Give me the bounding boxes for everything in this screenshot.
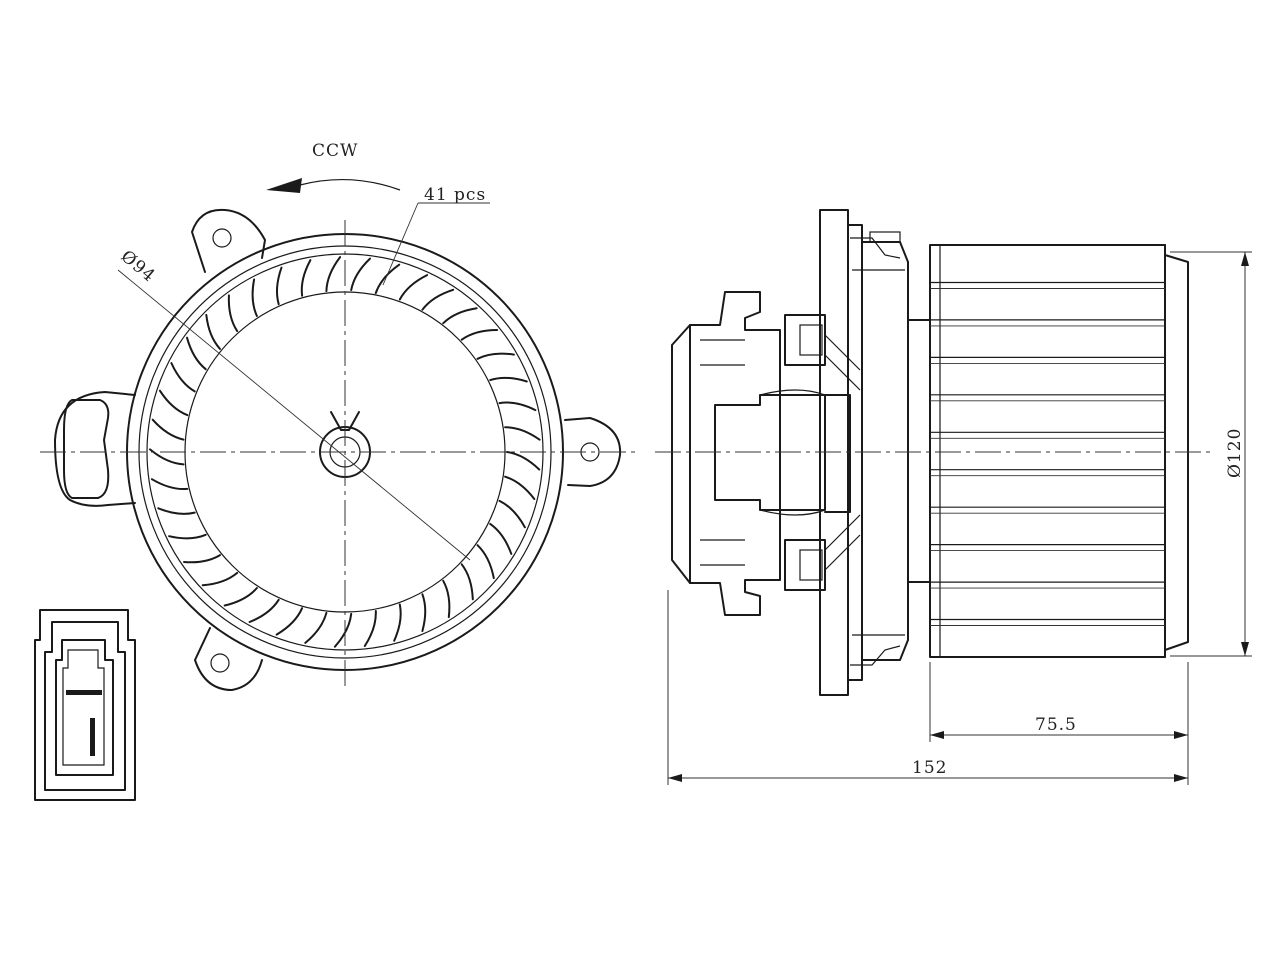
mounting-ear-top: [191, 208, 266, 273]
flange-lip: [861, 241, 909, 661]
overall-arrow-left-icon: [668, 774, 682, 782]
connector-mid: [44, 621, 126, 791]
fan-blade: [460, 329, 499, 341]
connector-lug-inner: [63, 399, 110, 499]
fan-blade: [504, 475, 536, 500]
fan-blade: [170, 362, 196, 393]
rotation-arc: [299, 178, 401, 191]
diameter-arrow-bottom-icon: [1241, 642, 1249, 656]
side-view: Ø120 75.5 152: [655, 209, 1252, 785]
fan-blade: [442, 307, 478, 325]
fan-blade: [168, 533, 207, 540]
fan-blade: [186, 336, 207, 371]
wire-guide-bottom: [824, 514, 861, 571]
fan-blade: [489, 522, 513, 555]
fan-blade: [476, 352, 515, 360]
rotation-label: CCW: [312, 141, 359, 161]
wire-guide-top: [824, 334, 861, 391]
terminal-block-top-inner: [799, 324, 823, 356]
fan-blade: [223, 587, 258, 607]
diameter-arrow-top-icon: [1241, 252, 1249, 266]
flange-plate: [819, 209, 849, 696]
fan-blade: [300, 259, 312, 297]
fan-blade: [421, 288, 455, 311]
fan-blade: [498, 499, 526, 529]
wheel-diameter-label: Ø94: [117, 247, 159, 287]
housing-diameter-label: Ø120: [1225, 428, 1245, 478]
connector-inner: [55, 639, 114, 776]
fan-blades: [149, 256, 541, 648]
fan-blade: [227, 294, 239, 333]
fan-blade: [333, 612, 353, 648]
blade-count-label: 41 pcs: [424, 185, 486, 205]
mounting-ear-right: [564, 417, 622, 487]
fan-blade: [506, 451, 541, 471]
fan-blade: [158, 389, 189, 417]
flange-detail-bottom: [850, 645, 901, 666]
fan-blade: [421, 593, 427, 632]
fan-blade: [460, 563, 474, 601]
flange-detail-top: [850, 237, 901, 259]
fan-blade: [275, 266, 283, 306]
terminal-pin-vertical: [90, 718, 95, 756]
fan-blade: [151, 418, 185, 441]
terminal-block-bottom-inner: [799, 549, 823, 581]
wheel-side-body: [929, 244, 1166, 658]
wheel-ring-right: [1164, 244, 1189, 658]
blade-count-leader-2: [382, 202, 419, 286]
connector-outer: [34, 609, 136, 801]
motor-shaft: [907, 319, 931, 583]
rotation-arrow-head-icon: [266, 178, 302, 193]
mounting-ear-bottom: [194, 627, 263, 691]
fan-blade: [304, 611, 328, 644]
side-connector-inner: [700, 339, 745, 566]
connector-cavity: [62, 649, 105, 766]
motor-shaft-housing: [824, 394, 851, 513]
length-arrow-left-icon: [930, 731, 944, 739]
fan-blade: [325, 256, 342, 293]
fan-blade: [251, 278, 258, 317]
mounting-hole-bottom: [210, 653, 230, 673]
fan-blade: [183, 554, 221, 564]
fan-blade: [442, 579, 451, 619]
fan-blade: [157, 507, 196, 515]
connector-detail: [34, 609, 136, 801]
overall-length-label: 152: [912, 758, 947, 778]
mounting-hole-top: [212, 228, 232, 248]
fan-blade: [248, 598, 280, 623]
fan-blade: [150, 478, 189, 491]
side-connector-outer: [671, 324, 691, 584]
wheel-side-fins: [930, 281, 1165, 626]
fan-blade: [201, 571, 239, 587]
fan-blade: [205, 313, 221, 350]
flange-seal: [869, 231, 901, 243]
terminal-pin-horizontal: [66, 690, 102, 695]
fan-blade: [374, 263, 401, 294]
fan-blade: [498, 401, 537, 412]
motor-end-cap: [759, 389, 826, 516]
front-view: Ø94 41 pcs CCW: [40, 141, 640, 691]
fan-blade: [393, 603, 402, 642]
wheel-length-label: 75.5: [1035, 715, 1077, 735]
side-connector-housing: [689, 291, 781, 616]
fan-blade: [275, 607, 304, 636]
fan-blade: [350, 257, 371, 292]
fan-blade: [489, 376, 528, 383]
fan-blade: [363, 610, 377, 647]
terminal-block-bottom: [784, 539, 826, 591]
fan-blade: [504, 426, 541, 441]
fan-blade: [476, 544, 495, 580]
fan-blade: [398, 274, 429, 301]
overall-arrow-right-icon: [1174, 774, 1188, 782]
diameter-leader: [117, 269, 471, 561]
terminal-block-top: [784, 314, 826, 366]
length-arrow-right-icon: [1174, 731, 1188, 739]
